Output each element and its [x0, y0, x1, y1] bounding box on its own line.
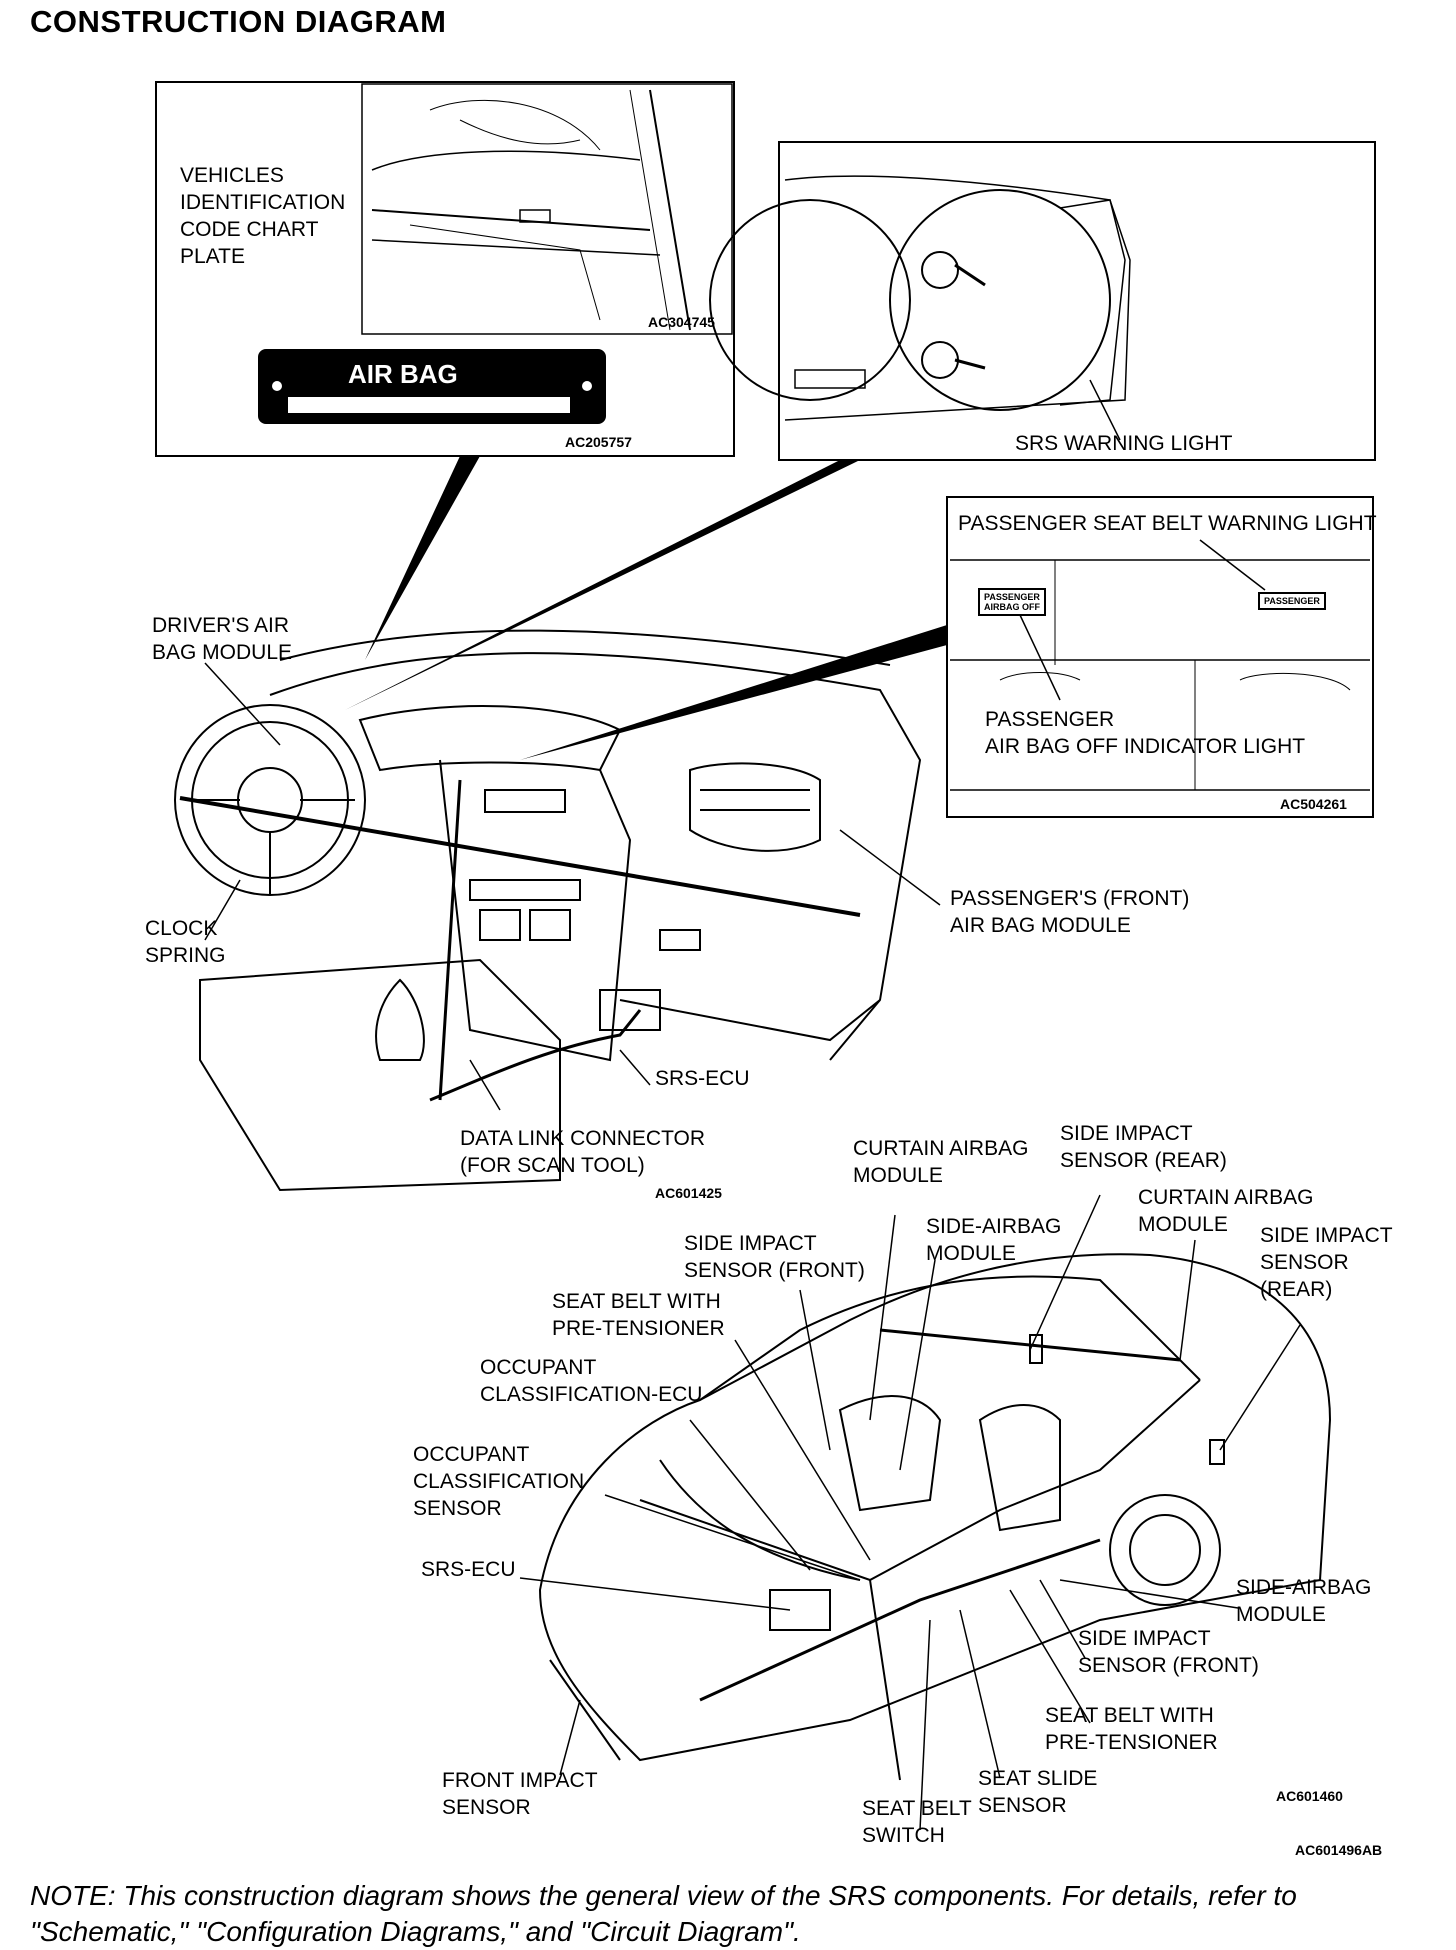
seat-belt-pretensioner-right-label: SEAT BELT WITH PRE-TENSIONER: [1045, 1704, 1218, 1754]
dashboard-illustration: [174, 629, 922, 1192]
airbag-plate-text: AIR BAG: [348, 359, 458, 389]
driver-airbag-label: DRIVER'S AIR BAG MODULE: [152, 614, 293, 664]
passenger-seatbelt-warning-label: PASSENGER SEAT BELT WARNING LIGHT: [958, 512, 1377, 535]
srs-ecu-car-label: SRS-ECU: [421, 1558, 516, 1581]
occupant-classification-sensor-label: OCCUPANT CLASSIFICATION SENSOR: [413, 1443, 585, 1520]
srs-warning-light-label: SRS WARNING LIGHT: [1015, 432, 1233, 455]
clock-spring-label: CLOCK SPRING: [145, 917, 226, 967]
page-title: CONSTRUCTION DIAGRAM: [30, 4, 447, 39]
inset-plate-frame: [155, 81, 735, 457]
seat-belt-pretensioner-label: SEAT BELT WITH PRE-TENSIONER: [552, 1290, 725, 1340]
seat-belt-switch-label: SEAT BELT SWITCH: [862, 1797, 972, 1847]
side-impact-front-label: SIDE IMPACT SENSOR (FRONT): [684, 1232, 865, 1282]
inset-passenger-frame: [946, 496, 1374, 818]
side-airbag-right-label: SIDE-AIRBAG MODULE: [1236, 1576, 1372, 1626]
code-ac304745: AC304745: [648, 314, 715, 330]
code-ac601425: AC601425: [655, 1185, 722, 1201]
leader-lines: [204, 662, 1301, 1831]
seat-slide-sensor-label: SEAT SLIDE SENSOR: [978, 1767, 1098, 1817]
passenger-front-airbag-label: PASSENGER'S (FRONT) AIR BAG MODULE: [950, 887, 1190, 937]
inset-cluster-frame: [778, 141, 1376, 461]
passenger-indicator: PASSENGER: [1258, 592, 1326, 610]
passenger-airbag-off-label: PASSENGER AIR BAG OFF INDICATOR LIGHT: [985, 708, 1306, 758]
side-impact-front-right-label: SIDE IMPACT SENSOR (FRONT): [1078, 1627, 1259, 1677]
side-impact-rear-top-label: SIDE IMPACT SENSOR (REAR): [1060, 1122, 1227, 1172]
curtain-airbag-right-label: CURTAIN AIRBAG MODULE: [1138, 1186, 1314, 1236]
front-impact-sensor-label: FRONT IMPACT SENSOR: [442, 1769, 598, 1819]
code-ac601460: AC601460: [1276, 1788, 1343, 1804]
data-link-connector-label: DATA LINK CONNECTOR (FOR SCAN TOOL): [460, 1127, 706, 1177]
note-text: NOTE: This construction diagram shows th…: [30, 1880, 1297, 1947]
car-illustration: [538, 1253, 1332, 1781]
side-airbag-label: SIDE-AIRBAG MODULE: [926, 1215, 1062, 1265]
curtain-airbag-left-label: CURTAIN AIRBAG MODULE: [853, 1137, 1029, 1187]
code-ac601496ab: AC601496AB: [1295, 1842, 1383, 1858]
code-ac205757: AC205757: [565, 434, 632, 450]
airbag-plate: AIR BAG: [258, 349, 606, 424]
side-impact-rear-right-label: SIDE IMPACT SENSOR (REAR): [1260, 1224, 1393, 1301]
vehicle-id-label: VEHICLES IDENTIFICATION CODE CHART PLATE: [180, 164, 346, 268]
occupant-classification-ecu-label: OCCUPANT CLASSIFICATION-ECU: [480, 1356, 703, 1406]
srs-ecu-dash-label: SRS-ECU: [655, 1067, 750, 1090]
code-ac504261: AC504261: [1280, 796, 1347, 812]
